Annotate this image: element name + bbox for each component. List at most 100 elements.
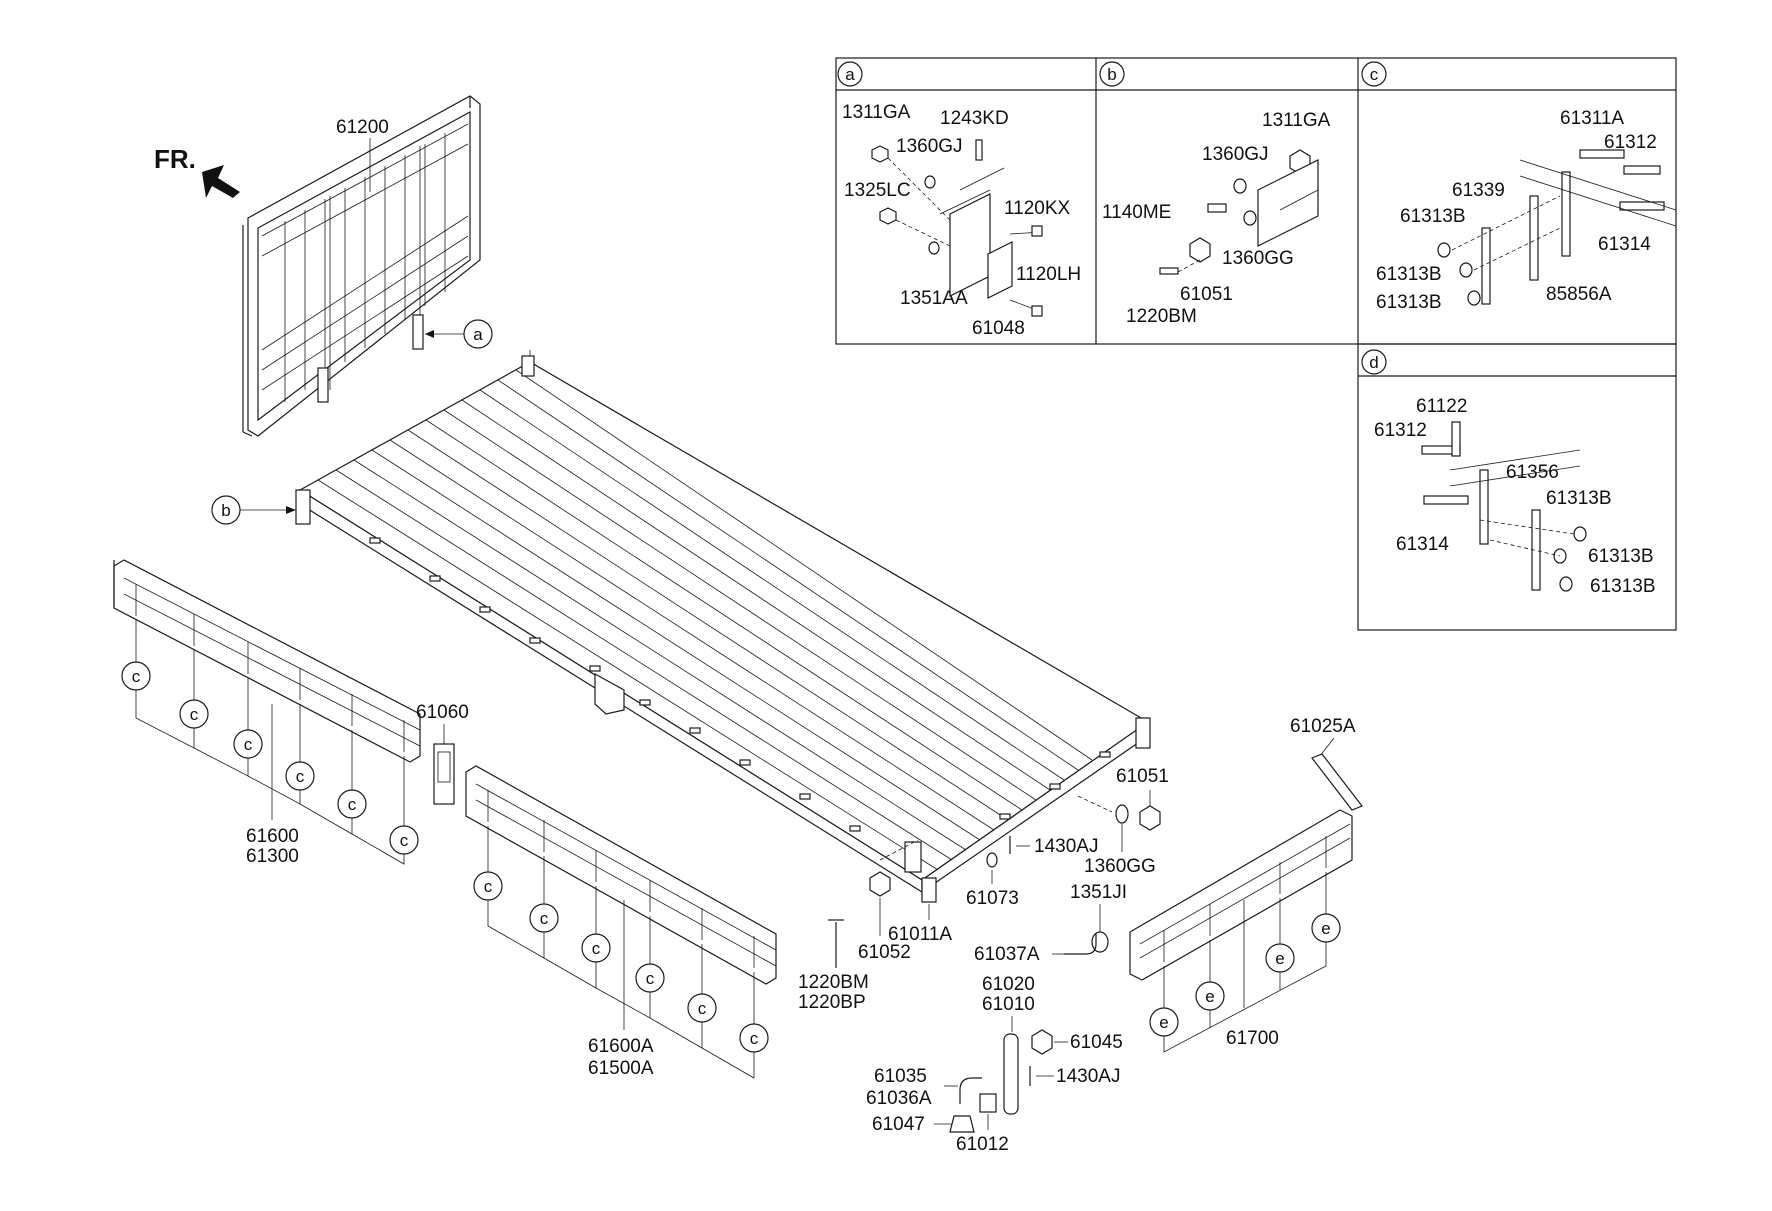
svg-text:61313B: 61313B xyxy=(1376,264,1442,285)
svg-text:1220BM: 1220BM xyxy=(1126,306,1197,327)
chain-61025A xyxy=(1311,753,1363,811)
svg-text:1140ME: 1140ME xyxy=(1102,202,1171,223)
latch-61060 xyxy=(433,743,455,805)
label-1220BM: 1220BM xyxy=(798,972,869,993)
svg-text:b: b xyxy=(1107,65,1116,84)
pin-61012 xyxy=(979,1093,997,1113)
label-61073: 61073 xyxy=(966,888,1019,909)
svg-text:c: c xyxy=(132,667,141,686)
svg-text:61314: 61314 xyxy=(1598,234,1651,255)
front-direction-arrow-icon xyxy=(202,165,240,198)
headboard-61200 xyxy=(242,95,481,437)
label-61200: 61200 xyxy=(336,117,389,138)
label-61600A: 61600A xyxy=(588,1036,654,1057)
label-61045: 61045 xyxy=(1070,1032,1123,1053)
label-61011A: 61011A xyxy=(888,924,952,945)
svg-text:61313B: 61313B xyxy=(1376,292,1442,313)
svg-text:b: b xyxy=(221,501,230,520)
washer-61073 xyxy=(986,852,998,868)
svg-text:61051: 61051 xyxy=(1180,284,1233,305)
svg-text:a: a xyxy=(845,65,855,84)
grommet-1351JI xyxy=(1091,931,1109,953)
label-61010: 61010 xyxy=(982,994,1035,1015)
detail-a: a 1311GA 1243KD 1360GJ 1325LC 1120KX 112… xyxy=(837,61,1081,339)
label-61060: 61060 xyxy=(416,702,469,723)
cargo-floor-deck xyxy=(295,350,1151,894)
svg-text:c: c xyxy=(400,831,409,850)
svg-text:c: c xyxy=(540,909,549,928)
callout-row-rear: e e e e xyxy=(1149,872,1341,1053)
svg-text:61339: 61339 xyxy=(1452,180,1505,201)
label-61052: 61052 xyxy=(858,942,911,963)
link-61020 xyxy=(1003,1033,1019,1115)
label-61300: 61300 xyxy=(246,846,299,867)
label-61600: 61600 xyxy=(246,826,299,847)
label-61035: 61035 xyxy=(874,1066,927,1087)
label-61047: 61047 xyxy=(872,1114,925,1135)
svg-text:e: e xyxy=(1321,919,1330,938)
svg-text:c: c xyxy=(348,795,357,814)
detail-panel-abc xyxy=(835,57,1677,345)
svg-text:a: a xyxy=(473,325,483,344)
pin-61011A xyxy=(921,877,937,903)
label-61036A: 61036A xyxy=(866,1088,932,1109)
svg-text:1360GG: 1360GG xyxy=(1222,248,1294,269)
label-61051: 61051 xyxy=(1116,766,1169,787)
cap-61047 xyxy=(949,1115,975,1133)
rear-gate-61700 xyxy=(1129,809,1353,981)
nut-61051 xyxy=(1139,805,1161,831)
label-61500A: 61500A xyxy=(588,1058,654,1079)
svg-text:c: c xyxy=(1370,65,1379,84)
svg-text:c: c xyxy=(484,877,493,896)
svg-text:1311GA: 1311GA xyxy=(842,102,911,123)
callout-row-left-front: c c c c c c xyxy=(473,826,769,1079)
callout-row-left-rear: c c c c c c xyxy=(121,620,419,865)
front-direction-label: FR. xyxy=(154,144,196,174)
svg-text:61313B: 61313B xyxy=(1588,546,1654,567)
svg-text:c: c xyxy=(190,705,199,724)
callout-bubble-a xyxy=(463,319,493,349)
detail-b: b 1311GA 1360GJ 1140ME 1360GG 61051 1220… xyxy=(1099,61,1331,327)
handle-61035 xyxy=(959,1077,982,1104)
svg-text:1120KX: 1120KX xyxy=(1004,198,1071,219)
svg-text:61122: 61122 xyxy=(1416,396,1467,417)
svg-text:61313B: 61313B xyxy=(1400,206,1466,227)
svg-text:c: c xyxy=(698,999,707,1018)
svg-text:1325LC: 1325LC xyxy=(844,180,911,201)
svg-text:1243KD: 1243KD xyxy=(940,108,1009,129)
label-1430AJ-top: 1430AJ xyxy=(1034,836,1098,857)
detail-c: c 61311A 61312 61339 61313B 61314 61313B… xyxy=(1361,61,1677,313)
label-61025A: 61025A xyxy=(1290,716,1356,737)
label-1430AJ-bottom: 1430AJ xyxy=(1056,1066,1120,1087)
svg-text:61312: 61312 xyxy=(1374,420,1427,441)
nut-61045 xyxy=(1031,1029,1053,1055)
svg-text:1120LH: 1120LH xyxy=(1016,264,1081,285)
svg-text:c: c xyxy=(750,1029,759,1048)
detail-panel-d xyxy=(1357,343,1677,631)
label-1351JI: 1351JI xyxy=(1070,882,1127,903)
svg-text:1360GJ: 1360GJ xyxy=(896,136,963,157)
washer-1360GG xyxy=(1115,804,1129,824)
svg-text:61312: 61312 xyxy=(1604,132,1657,153)
svg-text:61048: 61048 xyxy=(972,318,1025,339)
svg-text:1311GA: 1311GA xyxy=(1262,110,1331,131)
label-61700: 61700 xyxy=(1226,1028,1279,1049)
left-side-gate-front xyxy=(465,765,777,985)
detail-d: d 61122 61312 61356 61313B 61314 61313B … xyxy=(1361,349,1656,597)
svg-text:61313B: 61313B xyxy=(1546,488,1612,509)
svg-text:e: e xyxy=(1205,987,1214,1006)
svg-text:1360GJ: 1360GJ xyxy=(1202,144,1269,165)
svg-text:e: e xyxy=(1275,949,1284,968)
label-1360GG: 1360GG xyxy=(1084,856,1156,877)
svg-text:c: c xyxy=(646,969,655,988)
svg-text:61356: 61356 xyxy=(1506,462,1559,483)
label-61012: 61012 xyxy=(956,1134,1009,1155)
svg-text:c: c xyxy=(592,939,601,958)
svg-text:e: e xyxy=(1159,1013,1168,1032)
left-side-gate-rear xyxy=(113,559,421,763)
svg-text:61311A: 61311A xyxy=(1560,108,1624,129)
svg-text:61313B: 61313B xyxy=(1590,576,1656,597)
svg-text:d: d xyxy=(1369,353,1378,372)
svg-text:61314: 61314 xyxy=(1396,534,1449,555)
